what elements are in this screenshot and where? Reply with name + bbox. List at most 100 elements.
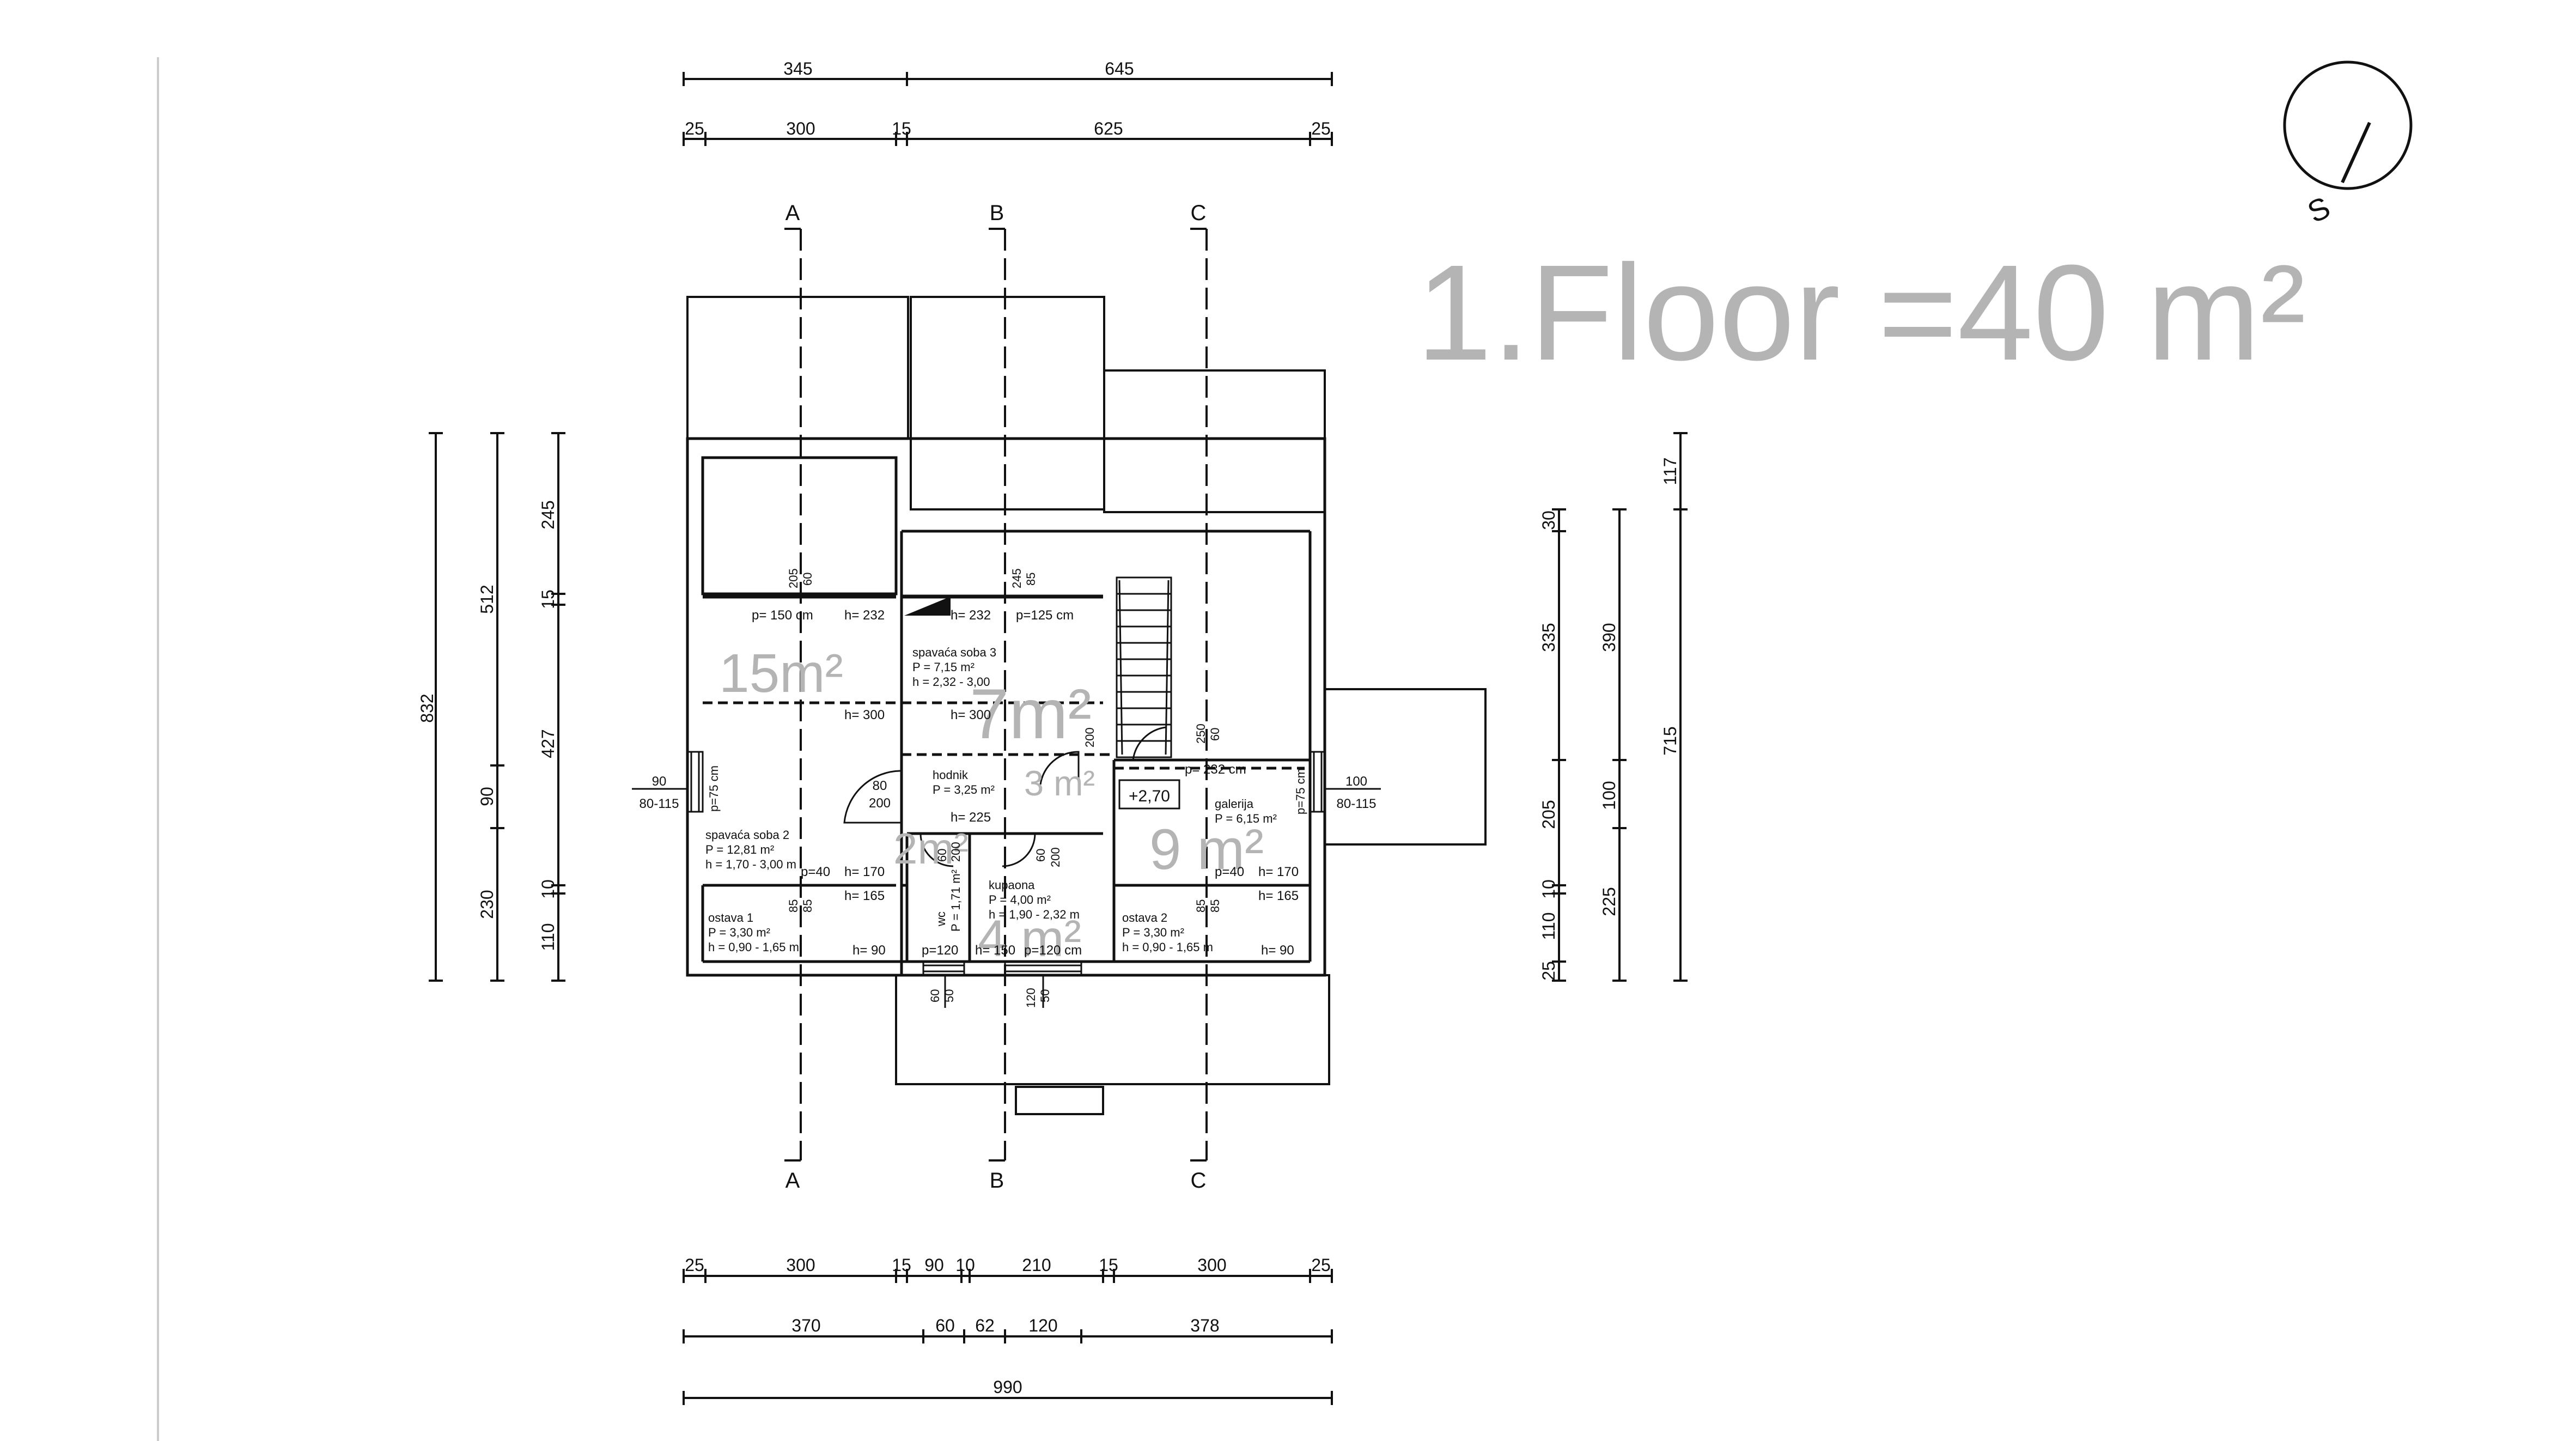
dim-right-mid-2: 100 bbox=[1599, 781, 1619, 810]
axis-label-b-top: B bbox=[990, 201, 1004, 225]
note-v50b: 50 bbox=[1038, 989, 1052, 1002]
doors bbox=[843, 597, 1166, 867]
dim-top-p1: 25 bbox=[685, 119, 704, 138]
note-door-200d: 200 bbox=[1049, 847, 1062, 867]
dim-left-inner-5: 110 bbox=[538, 923, 558, 951]
floor-title: 1.Floor =40 m² bbox=[1416, 236, 2306, 388]
area-label-3: 3 m² bbox=[1024, 763, 1095, 803]
axis-label-a-top: A bbox=[785, 201, 800, 225]
note-h90-left: h= 90 bbox=[852, 943, 886, 958]
dim-bottom1-3: 15 bbox=[892, 1255, 911, 1275]
dim-left-mid-1: 512 bbox=[477, 585, 497, 613]
note-p40-left: p=40 bbox=[801, 865, 830, 879]
area-label-4: 4 m² bbox=[978, 910, 1081, 968]
note-h300-right: h= 300 bbox=[951, 708, 991, 722]
note-p120-bath: p=120 cm bbox=[1024, 943, 1082, 958]
note-h170-left: h= 170 bbox=[844, 865, 885, 879]
note-p40-right: p=40 bbox=[1215, 865, 1244, 879]
dim-bottom1-1: 25 bbox=[685, 1255, 704, 1275]
dim-left-inner-1: 245 bbox=[538, 500, 558, 529]
dim-bottom1-7: 15 bbox=[1099, 1255, 1118, 1275]
dim-top-p2: 300 bbox=[786, 119, 815, 138]
note-door-60b: 60 bbox=[1034, 849, 1048, 862]
note-v60b: 60 bbox=[1208, 728, 1222, 741]
area-label-9: 9 m² bbox=[1149, 818, 1264, 881]
note-window-80-115-left: 80-115 bbox=[640, 796, 679, 811]
room-ostava1-name: ostava 1 bbox=[708, 911, 753, 925]
note-h165-left: h= 165 bbox=[844, 889, 885, 903]
note-p120-wc: p=120 bbox=[922, 943, 958, 958]
dim-left-inner-4: 10 bbox=[538, 879, 558, 899]
dim-bottom2-4: 120 bbox=[1028, 1316, 1057, 1335]
room-galerija-name: galerija bbox=[1215, 797, 1254, 811]
note-h90-right: h= 90 bbox=[1261, 943, 1294, 958]
room-soba2-area: P = 12,81 m² bbox=[705, 843, 774, 856]
note-door-80: 80 bbox=[873, 779, 887, 793]
dim-bottom1-8: 300 bbox=[1197, 1255, 1226, 1275]
dim-right-inner-6: 25 bbox=[1539, 961, 1558, 981]
dim-top-2: 645 bbox=[1105, 59, 1134, 78]
room-ostava1-height: h = 0,90 - 1,65 m bbox=[708, 940, 799, 954]
dim-top-1: 345 bbox=[783, 59, 812, 78]
note-v85d: 85 bbox=[1194, 899, 1208, 913]
room-ostava2-area: P = 3,30 m² bbox=[1122, 926, 1184, 939]
dim-bottom2-1: 370 bbox=[791, 1316, 820, 1335]
note-h232-right: h= 232 bbox=[951, 608, 991, 623]
dim-bottom2-2: 60 bbox=[935, 1316, 955, 1335]
room-ostava1-area: P = 3,30 m² bbox=[708, 926, 770, 939]
dim-bottom2-5: 378 bbox=[1190, 1316, 1219, 1335]
note-window-80-115-right: 80-115 bbox=[1337, 796, 1377, 811]
note-door-60: 60 bbox=[935, 849, 949, 862]
room-soba3-name: spavaća soba 3 bbox=[912, 646, 996, 659]
dim-bottom1-9: 25 bbox=[1311, 1255, 1331, 1275]
dim-left-inner-3: 427 bbox=[538, 729, 558, 758]
level-marker: +2,70 bbox=[1129, 787, 1170, 805]
windows bbox=[686, 594, 1326, 976]
dim-top-p3: 15 bbox=[892, 119, 911, 138]
dim-bottom1-2: 300 bbox=[786, 1255, 815, 1275]
bottom-dimensions bbox=[683, 1269, 1333, 1405]
dim-bottom1-6: 210 bbox=[1022, 1255, 1051, 1275]
note-v60a: 60 bbox=[801, 573, 814, 586]
note-p232: p= 232 cm bbox=[1185, 762, 1246, 777]
note-h150: h= 150 bbox=[975, 943, 1015, 958]
dim-bottom1-4: 90 bbox=[924, 1255, 944, 1275]
note-v245: 245 bbox=[1010, 568, 1024, 588]
note-v60c: 60 bbox=[928, 989, 942, 1002]
compass-circle bbox=[2283, 60, 2413, 190]
room-ostava2-height: h = 0,90 - 1,65 m bbox=[1122, 940, 1213, 954]
note-door-200: 200 bbox=[869, 796, 891, 811]
dim-left-outer: 832 bbox=[417, 694, 437, 722]
right-dimensions bbox=[1552, 432, 1688, 982]
dim-right-inner-5: 110 bbox=[1539, 912, 1558, 940]
stairs bbox=[1116, 576, 1172, 758]
note-v250: 250 bbox=[1194, 723, 1208, 744]
dim-bottom-total: 990 bbox=[993, 1377, 1022, 1397]
note-p125: p=125 cm bbox=[1016, 608, 1074, 623]
note-h232-left: h= 232 bbox=[844, 608, 885, 623]
dim-right-inner-1: 30 bbox=[1539, 510, 1558, 530]
note-h225: h= 225 bbox=[951, 810, 991, 825]
area-label-2: 2m² bbox=[893, 824, 969, 873]
room-kupaona-height: h = 1,90 - 2,32 m bbox=[989, 908, 1080, 921]
note-window-90: 90 bbox=[652, 774, 667, 789]
room-galerija-area: P = 6,15 m² bbox=[1215, 812, 1277, 825]
note-door-200b: 200 bbox=[1083, 727, 1097, 747]
note-h165-right: h= 165 bbox=[1258, 889, 1299, 903]
dim-bottom2-3: 62 bbox=[975, 1316, 995, 1335]
axis-label-c-top: C bbox=[1191, 201, 1207, 225]
note-door-200c: 200 bbox=[949, 842, 963, 862]
room-kupaona-area: P = 4,00 m² bbox=[989, 893, 1051, 907]
axis-label-b-bottom: B bbox=[990, 1169, 1004, 1193]
dim-left-mid-3: 230 bbox=[477, 890, 497, 919]
room-hodnik-area: P = 3,25 m² bbox=[933, 783, 995, 796]
note-v85b: 85 bbox=[787, 899, 800, 913]
dim-right-outer-1: 117 bbox=[1660, 457, 1680, 485]
dim-top-p4: 625 bbox=[1094, 119, 1123, 138]
note-h300-left: h= 300 bbox=[844, 708, 885, 722]
dim-right-inner-2: 335 bbox=[1539, 623, 1558, 652]
note-window-100: 100 bbox=[1345, 774, 1367, 789]
note-p75-left: p=75 cm bbox=[707, 765, 721, 812]
note-v85e: 85 bbox=[1208, 899, 1222, 913]
